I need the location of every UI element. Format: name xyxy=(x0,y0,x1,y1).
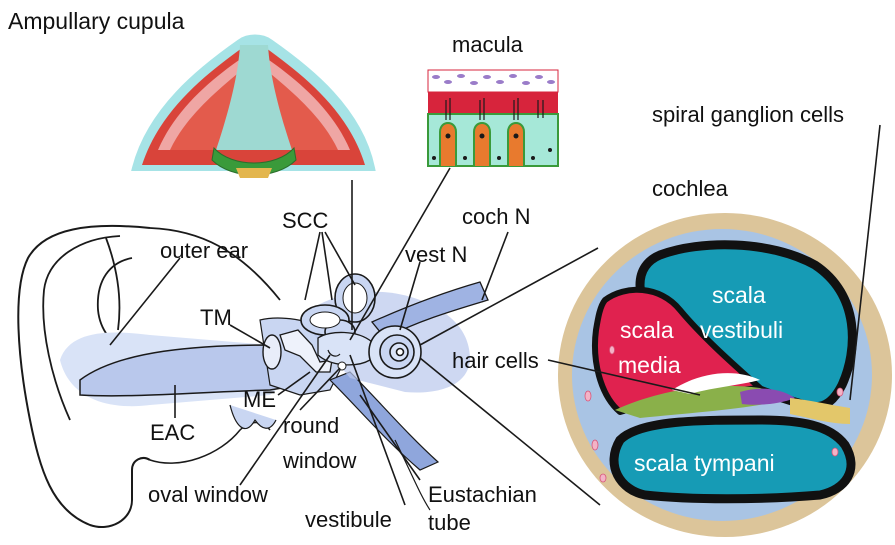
coch-n-label: coch N xyxy=(462,204,530,229)
cochlea-label: cochlea xyxy=(652,176,729,201)
eustachian-label-1: Eustachian xyxy=(428,482,537,507)
ampullary-cupula-label: Ampullary cupula xyxy=(8,8,185,34)
vest-n-label: vest N xyxy=(405,242,467,267)
ampullary-cupula-inset: Ampullary cupula xyxy=(8,8,372,178)
cochlea-spiral xyxy=(369,326,421,378)
scc-leader-1 xyxy=(305,232,320,300)
macula-inset: macula xyxy=(428,32,558,166)
scala-vestibuli-label-2: vestibuli xyxy=(700,317,783,343)
tympanic-membrane xyxy=(263,335,281,369)
eustachian-label-2: tube xyxy=(428,510,471,535)
coch-n-leader xyxy=(482,232,508,300)
head-side-line-2 xyxy=(106,238,120,330)
hair-cells-label: hair cells xyxy=(452,348,539,373)
scc-label: SCC xyxy=(282,208,329,233)
outer-ear-leader xyxy=(110,258,180,345)
scala-vestibuli-label-1: scala xyxy=(712,282,766,308)
eac-label: EAC xyxy=(150,420,195,445)
round-window-label-2: window xyxy=(282,448,356,473)
cochlea-cross-section: cochlea scala vestibuli scala media scal… xyxy=(558,176,892,537)
round-window-label-1: round xyxy=(283,413,339,438)
scc-leader-3 xyxy=(325,232,355,285)
outer-ear-label: outer ear xyxy=(160,238,248,263)
tm-label: TM xyxy=(200,305,232,330)
vestibule-label: vestibule xyxy=(305,507,392,532)
scala-media-label-2: media xyxy=(618,352,681,378)
macula-label: macula xyxy=(452,32,524,57)
macula-hair-cells xyxy=(440,123,524,166)
oval-window-label: oval window xyxy=(148,482,268,507)
scala-media-label-1: scala xyxy=(620,317,674,343)
spiral-ganglion-cells-label: spiral ganglion cells xyxy=(652,102,844,127)
scala-tympani-label: scala tympani xyxy=(634,450,775,476)
me-label: ME xyxy=(243,387,276,412)
cupula-crista xyxy=(236,168,272,178)
